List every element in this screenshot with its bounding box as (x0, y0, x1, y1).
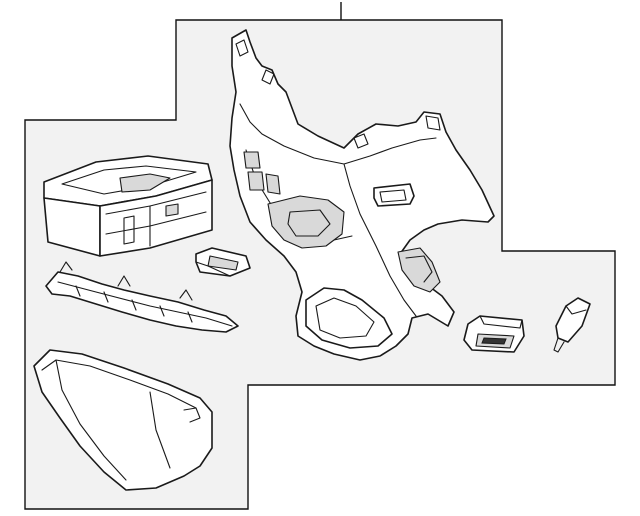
console-panel-main[interactable] (229, 29, 495, 361)
lower-side-cover[interactable] (33, 349, 213, 491)
small-trim-bezel[interactable] (195, 247, 251, 277)
usb-port-module[interactable] (463, 315, 525, 353)
storage-tray-box[interactable] (43, 155, 213, 257)
accessory-plug[interactable] (553, 297, 591, 353)
bracket-rail[interactable] (45, 261, 239, 333)
